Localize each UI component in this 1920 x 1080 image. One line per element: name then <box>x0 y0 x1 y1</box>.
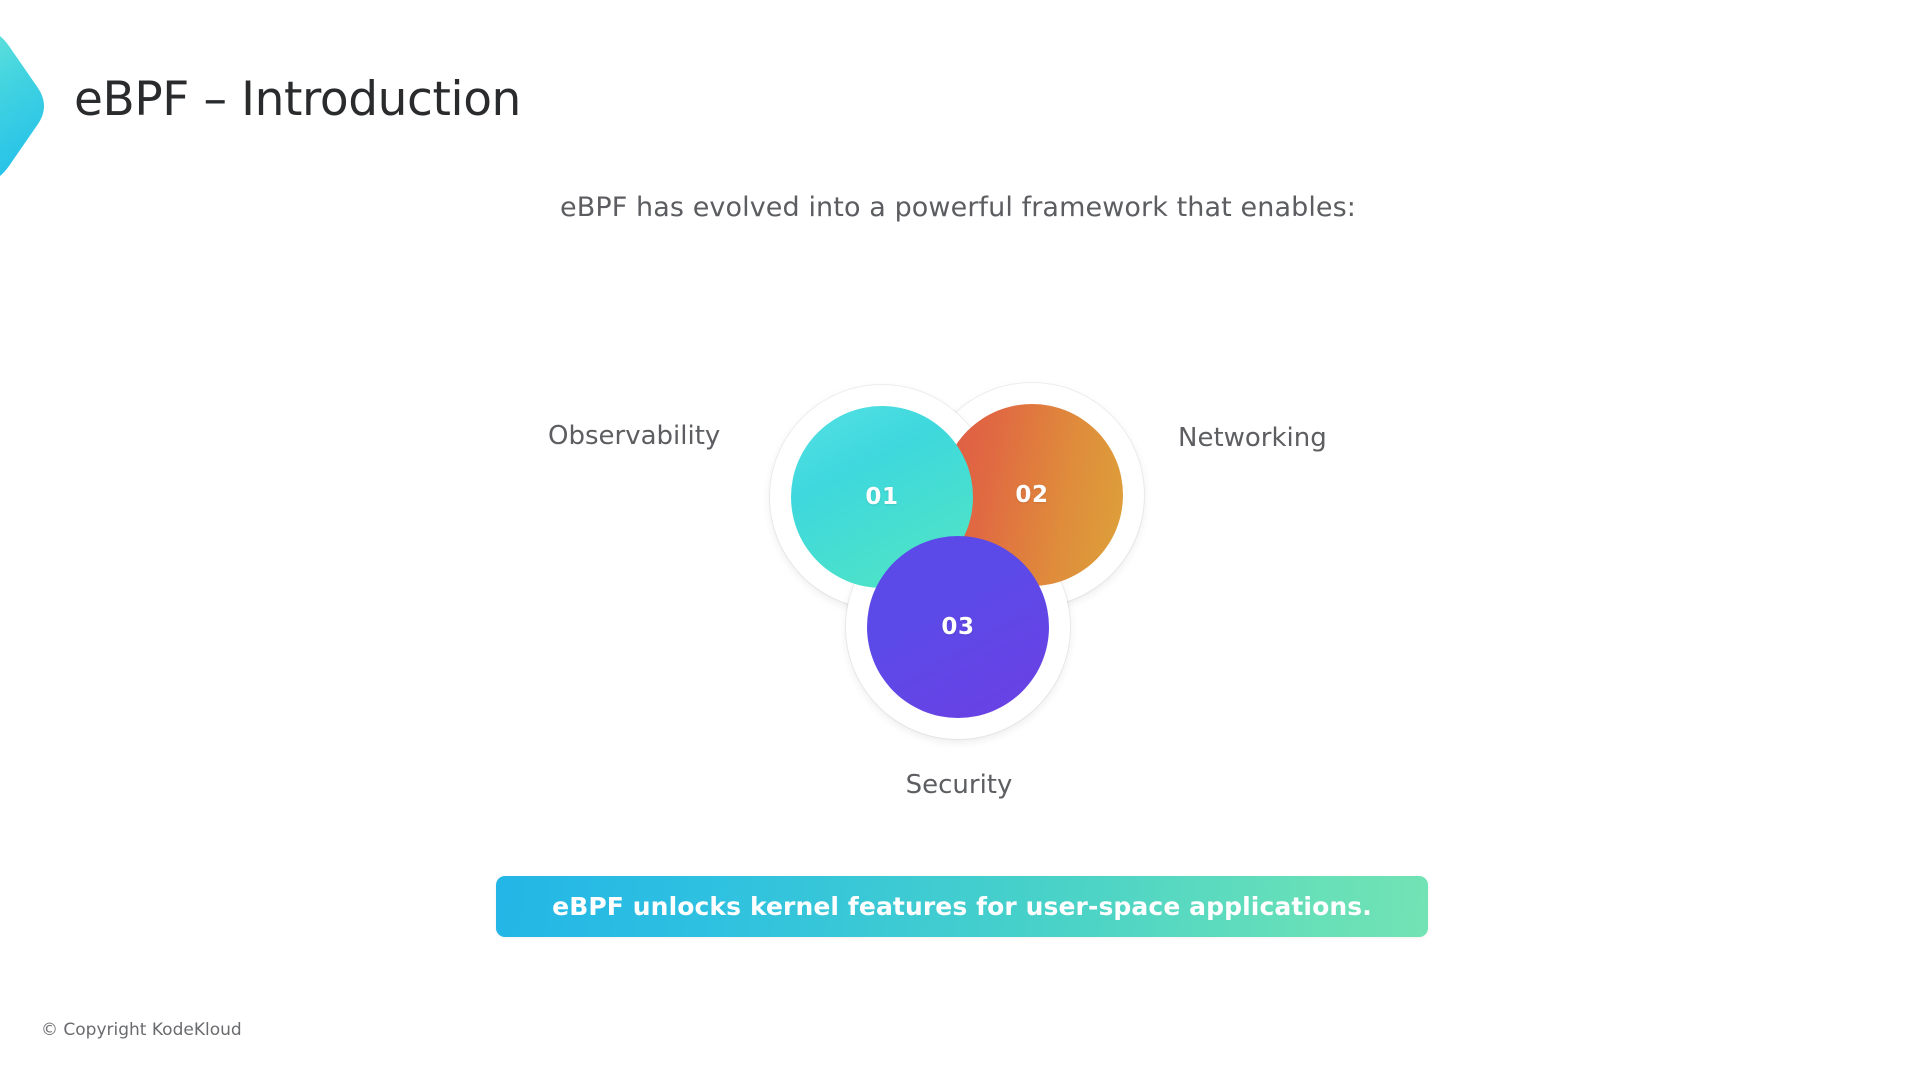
venn-label-networking: Networking <box>1178 423 1327 453</box>
subtitle: eBPF has evolved into a powerful framewo… <box>0 192 1920 223</box>
page-title: eBPF – Introduction <box>74 72 521 127</box>
venn-label-security: Security <box>905 770 1013 800</box>
venn-number-02: 02 <box>1015 482 1049 508</box>
callout-banner: eBPF unlocks kernel features for user-sp… <box>496 876 1428 937</box>
venn-number-01: 01 <box>865 484 899 510</box>
venn-label-security-wrap: Security <box>0 770 1920 800</box>
footer-copyright: © Copyright KodeKloud <box>41 1020 242 1040</box>
callout-text: eBPF unlocks kernel features for user-sp… <box>552 892 1372 921</box>
subtitle-text: eBPF has evolved into a powerful framewo… <box>559 192 1357 223</box>
venn-diagram: 02 01 03 <box>760 375 1165 765</box>
venn-label-observability: Observability <box>548 421 721 451</box>
venn-number-03: 03 <box>941 614 975 640</box>
venn-circle-security[interactable]: 03 <box>867 536 1049 718</box>
chevron-right-icon <box>0 26 68 184</box>
